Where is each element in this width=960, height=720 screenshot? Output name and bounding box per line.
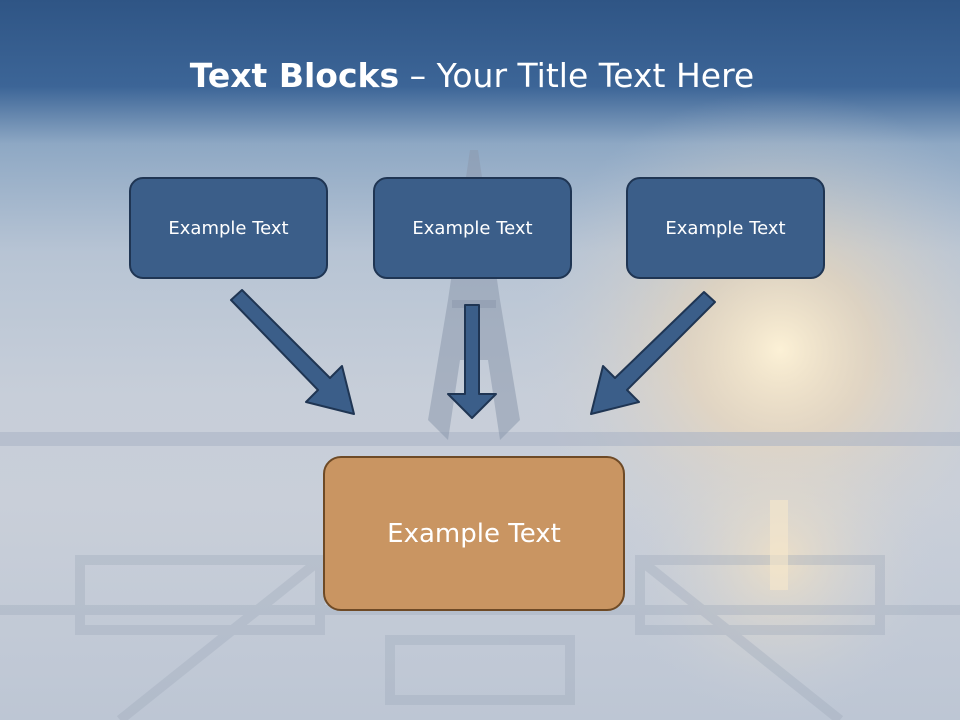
text-block-center[interactable]: Example Text	[373, 177, 572, 279]
text-block-right[interactable]: Example Text	[626, 177, 825, 279]
text-block-bottom-label: Example Text	[387, 518, 561, 549]
arrow-down-right-icon	[230, 289, 355, 415]
text-block-left-label: Example Text	[168, 217, 289, 239]
text-block-right-label: Example Text	[665, 217, 786, 239]
arrow-down-left-icon	[590, 291, 716, 415]
text-block-center-label: Example Text	[412, 217, 533, 239]
slide-title: Text Blocks – Your Title Text Here	[0, 56, 944, 96]
text-block-bottom[interactable]: Example Text	[323, 456, 625, 611]
arrow-down-icon	[447, 304, 497, 419]
title-rest: – Your Title Text Here	[399, 56, 755, 95]
title-bold: Text Blocks	[189, 56, 400, 95]
text-block-left[interactable]: Example Text	[129, 177, 328, 279]
